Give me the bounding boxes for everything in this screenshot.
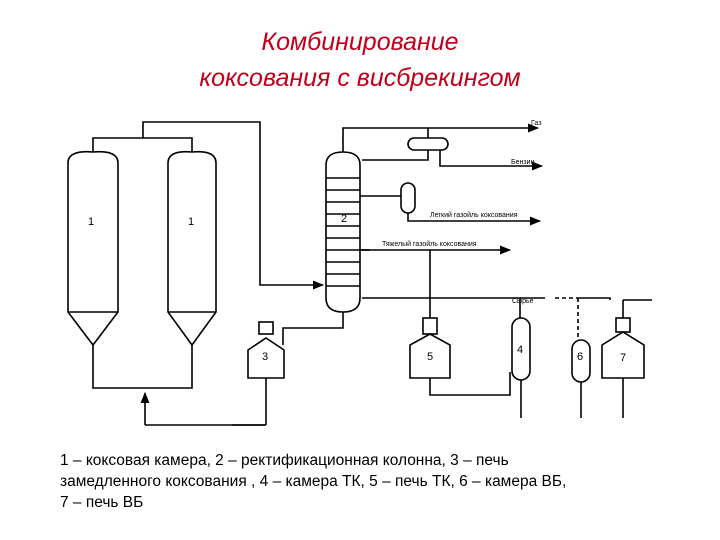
caption-line-3: 7 – печь ВБ	[60, 494, 144, 511]
rectification-column-2	[325, 151, 361, 313]
furnace-5	[409, 317, 511, 396]
slide-title: Комбинирование коксования с висбрекингом	[0, 24, 720, 96]
chamber-4-number: 4	[517, 344, 523, 356]
chamber-4	[511, 317, 531, 418]
overhead-lines	[342, 123, 544, 171]
caption-line-1: 1 – коксовая камера, 2 – ректификационна…	[60, 452, 509, 469]
feed-label: Сырье	[512, 298, 534, 305]
legend-caption: 1 – коксовая камера, 2 – ректификационна…	[60, 450, 690, 513]
chamber-6-number: 6	[577, 351, 583, 363]
caption-line-2: замедленного коксования , 4 – камера ТК,…	[60, 473, 567, 490]
coke-chamber-1-left	[67, 150, 119, 358]
heavy-gasoil-line	[360, 245, 512, 318]
vapour-line	[92, 121, 325, 290]
light-gasoil-stripper	[360, 182, 542, 226]
gasoline-label: Бензин	[511, 159, 534, 166]
chamber-feed-lines	[92, 358, 265, 426]
title-line-1: Комбинирование	[261, 28, 459, 56]
light-gasoil-label: Легкий газойль коксования	[430, 211, 518, 219]
furnace-7-number: 7	[620, 352, 626, 364]
gas-label: Газ	[531, 120, 541, 127]
column-number: 2	[341, 213, 347, 225]
heavy-gasoil-label: Тяжелый газойль коксования	[382, 240, 477, 248]
chamber-6	[571, 339, 591, 418]
feed-lines	[362, 297, 611, 340]
furnace-3	[232, 312, 344, 426]
chamber-1a-number: 1	[88, 216, 94, 228]
coke-chamber-1-right	[167, 150, 217, 358]
title-line-2: коксования с висбрекингом	[199, 64, 521, 92]
furnace-7	[601, 299, 652, 418]
furnace-3-number: 3	[262, 351, 268, 363]
chamber-1b-number: 1	[188, 216, 194, 228]
furnace-5-number: 5	[427, 351, 433, 363]
